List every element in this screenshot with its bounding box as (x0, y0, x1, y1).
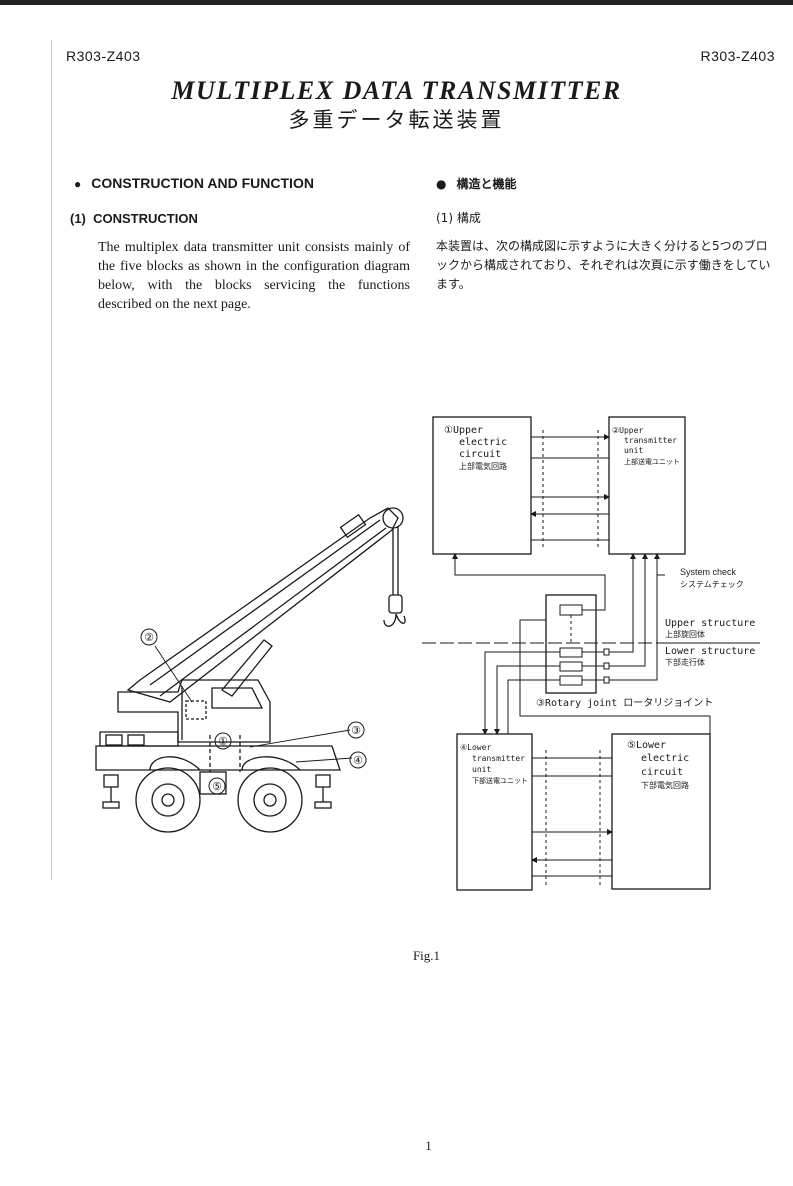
block4-line3: unit (472, 765, 491, 774)
block4-line1: ④Lower (460, 743, 491, 752)
block1-line3: circuit (459, 449, 501, 460)
crane-callout-2: ② (144, 632, 154, 644)
block2-japanese: 上部送電ユニット (624, 457, 680, 466)
rotary-joint-label: ③Rotary joint ロータリジョイント (536, 697, 713, 709)
doc-code-left: R303-Z403 (66, 48, 141, 64)
binding-edge-line (51, 40, 52, 880)
block5-line3: circuit (641, 767, 683, 778)
crane-callout-3: ③ (351, 725, 361, 737)
doc-code-right: R303-Z403 (700, 48, 775, 64)
rotary-joint-box (545, 594, 597, 694)
page-title: MULTIPLEX DATA TRANSMITTER (171, 76, 622, 105)
lower-structure-japanese: 下部走行体 (665, 657, 705, 667)
rotary-joint-wiring (422, 553, 760, 735)
subsection-heading-japanese: (1) 構成 (436, 211, 481, 225)
block2-line2: transmitter (624, 436, 677, 445)
section-heading-japanese: ● 構造と機能 (436, 175, 517, 192)
construction-paragraph-japanese: 本装置は、次の構成図に示すように大きく分けると5つのブロックから構成されており、… (436, 239, 771, 291)
block5-line1: ⑤Lower (627, 740, 666, 751)
upper-structure-label: Upper structure (665, 618, 755, 629)
lower-bus (531, 750, 613, 885)
block4-japanese: 下部送電ユニット (472, 776, 528, 785)
lower-structure-label: Lower structure (665, 646, 755, 657)
figure-caption: Fig.1 (412, 948, 441, 963)
bullet-icon: ● (74, 177, 82, 191)
upper-structure-japanese: 上部旋回体 (665, 629, 705, 639)
subsection-heading: (1) CONSTRUCTION (70, 211, 198, 226)
crane-callout-4: ④ (353, 755, 363, 767)
block2-line3: unit (624, 446, 643, 455)
block4-line2: transmitter (472, 754, 525, 763)
section-heading: ● CONSTRUCTION AND FUNCTION (74, 175, 314, 191)
block1-line2: electric (459, 437, 507, 448)
section-heading-japanese-text: 構造と機能 (456, 177, 517, 191)
configuration-diagram: ② ① ③ ④ ⑤ (95, 416, 760, 891)
block-lower-electric-circuit (611, 733, 711, 890)
crane-illustration (95, 507, 406, 833)
system-check-label: System check (680, 567, 737, 577)
block1-line1: ①Upper (444, 425, 483, 436)
block-upper-electric-circuit (432, 416, 532, 555)
top-rule (0, 0, 793, 5)
block2-line1: ②Upper (612, 426, 643, 435)
block5-japanese: 下部電気回路 (641, 780, 689, 790)
page-number: 1 (425, 1138, 432, 1153)
upper-bus (530, 430, 610, 550)
section-heading-text: CONSTRUCTION AND FUNCTION (91, 175, 314, 191)
system-check-japanese: システムチェック (680, 580, 744, 589)
construction-paragraph: The multiplex data transmitter unit cons… (98, 240, 410, 312)
crane-callout-1: ① (218, 736, 228, 748)
page-title-japanese: 多重データ転送装置 (288, 108, 505, 132)
crane-callout-5: ⑤ (212, 781, 222, 793)
bullet-icon: ● (436, 177, 447, 191)
block5-line2: electric (641, 753, 689, 764)
block1-japanese: 上部電気回路 (459, 461, 507, 471)
